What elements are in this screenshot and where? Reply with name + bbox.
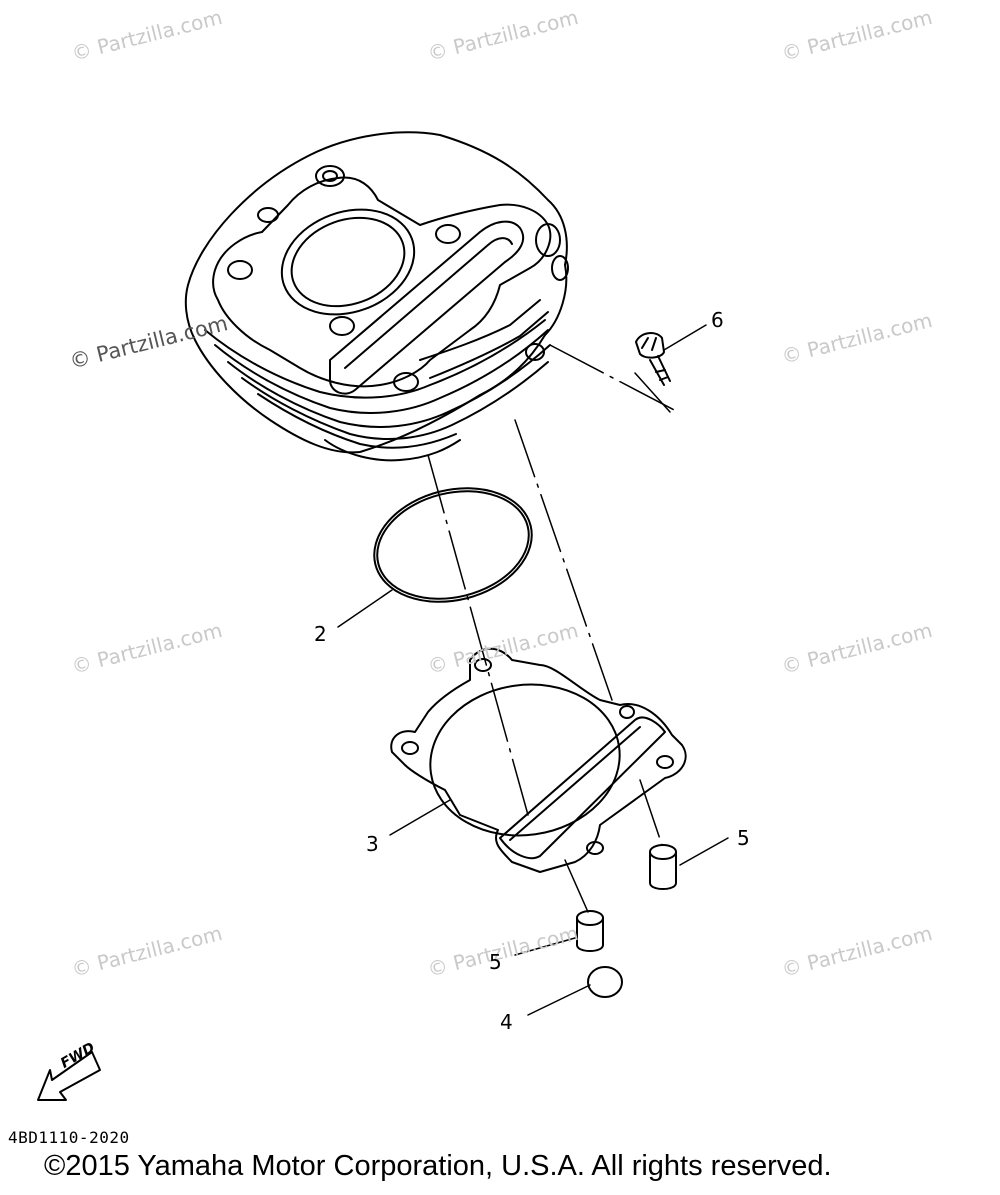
leader-lines xyxy=(337,324,729,1016)
cylinder-block xyxy=(184,131,569,462)
callout-3[interactable]: 3 xyxy=(366,832,379,856)
callout-6[interactable]: 6 xyxy=(711,308,724,332)
callout-5-right[interactable]: 5 xyxy=(737,826,750,850)
callout-2[interactable]: 2 xyxy=(314,622,327,646)
o-ring-part-2 xyxy=(373,487,533,603)
bolt-part-6 xyxy=(635,332,671,386)
fwd-arrow-icon xyxy=(37,1051,101,1101)
callout-4[interactable]: 4 xyxy=(500,1010,513,1034)
dowel-pin-part-5-right xyxy=(649,844,677,890)
copyright-notice: ©2015 Yamaha Motor Corporation, U.S.A. A… xyxy=(44,1150,832,1182)
plug-part-4 xyxy=(587,966,623,998)
dowel-pin-part-5-left xyxy=(576,910,604,952)
assembly-lines xyxy=(427,344,679,913)
cylinder-gasket-part-3 xyxy=(390,647,687,873)
callout-5-left[interactable]: 5 xyxy=(489,950,502,974)
diagram-part-code: 4BD1110-2020 xyxy=(8,1128,130,1147)
